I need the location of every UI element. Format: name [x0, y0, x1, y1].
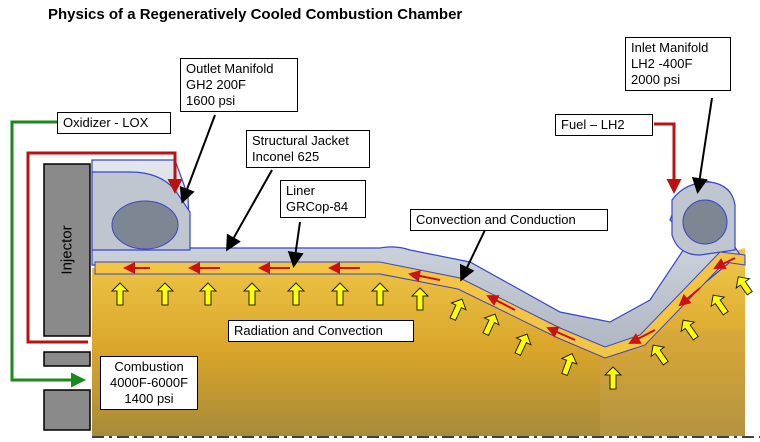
- heat-flux-arrow: [603, 366, 623, 390]
- fuel-label: Fuel – LH2: [555, 114, 653, 136]
- leader-outlet: [179, 114, 216, 204]
- heat-flux-arrow: [410, 287, 430, 311]
- outlet-manifold-label: Outlet Manifold GH2 200F 1600 psi: [180, 58, 298, 112]
- injector-block: [43, 163, 91, 337]
- heat-flux-arrow: [198, 282, 218, 306]
- convection-conduction-label: Convection and Conduction: [410, 209, 608, 231]
- leader-convection: [459, 229, 486, 282]
- heat-flux-arrow: [242, 282, 262, 306]
- leader-jacket: [226, 169, 273, 252]
- coolant-flow-arrow: [486, 295, 516, 311]
- heat-flux-arrow: [449, 298, 467, 321]
- oxidizer-label: Oxidizer - LOX: [57, 112, 171, 134]
- diagram-title: Physics of a Regeneratively Cooled Combu…: [48, 6, 463, 23]
- heat-flux-arrow: [514, 333, 532, 356]
- inlet-manifold-cavity: [682, 199, 728, 245]
- injector-label: Injector: [58, 225, 76, 275]
- leader-liner: [287, 221, 304, 268]
- heat-flux-arrow: [650, 344, 669, 366]
- radiation-convection-label: Radiation and Convection: [228, 320, 414, 342]
- heat-flux-arrow: [286, 282, 306, 306]
- lh2-feed-line: [654, 122, 682, 194]
- injector-block-lower: [43, 351, 91, 367]
- heat-flux-arrow: [482, 313, 500, 336]
- outlet-manifold-cavity: [111, 200, 179, 250]
- combustion-label: Combustion 4000F-6000F 1400 psi: [100, 356, 198, 410]
- injector-block-bottom: [43, 389, 91, 431]
- coolant-flow-arrow: [546, 326, 576, 341]
- coolant-flow-arrow: [678, 287, 701, 307]
- leader-inlet: [691, 97, 713, 194]
- heat-flux-arrow: [735, 276, 753, 296]
- heat-flux-arrow: [370, 282, 390, 306]
- lox-feed-line: [10, 120, 86, 388]
- liner-label: Liner GRCop-84: [280, 180, 366, 218]
- heat-flux-arrow: [110, 282, 130, 306]
- coolant-flow-arrow: [408, 270, 441, 282]
- coolant-flow-arrow: [628, 329, 656, 344]
- heat-flux-arrow: [710, 294, 729, 316]
- heat-flux-arrow: [560, 353, 578, 377]
- inlet-manifold-label: Inlet Manifold LH2 -400F 2000 psi: [625, 37, 731, 91]
- gh2-return-line: [26, 151, 183, 344]
- heat-flux-arrow: [155, 282, 175, 306]
- heat-flux-arrow: [330, 282, 350, 306]
- heat-flux-arrow: [680, 319, 699, 341]
- structural-jacket-label: Structural Jacket Inconel 625: [246, 130, 370, 168]
- coolant-flow-arrow: [713, 257, 736, 269]
